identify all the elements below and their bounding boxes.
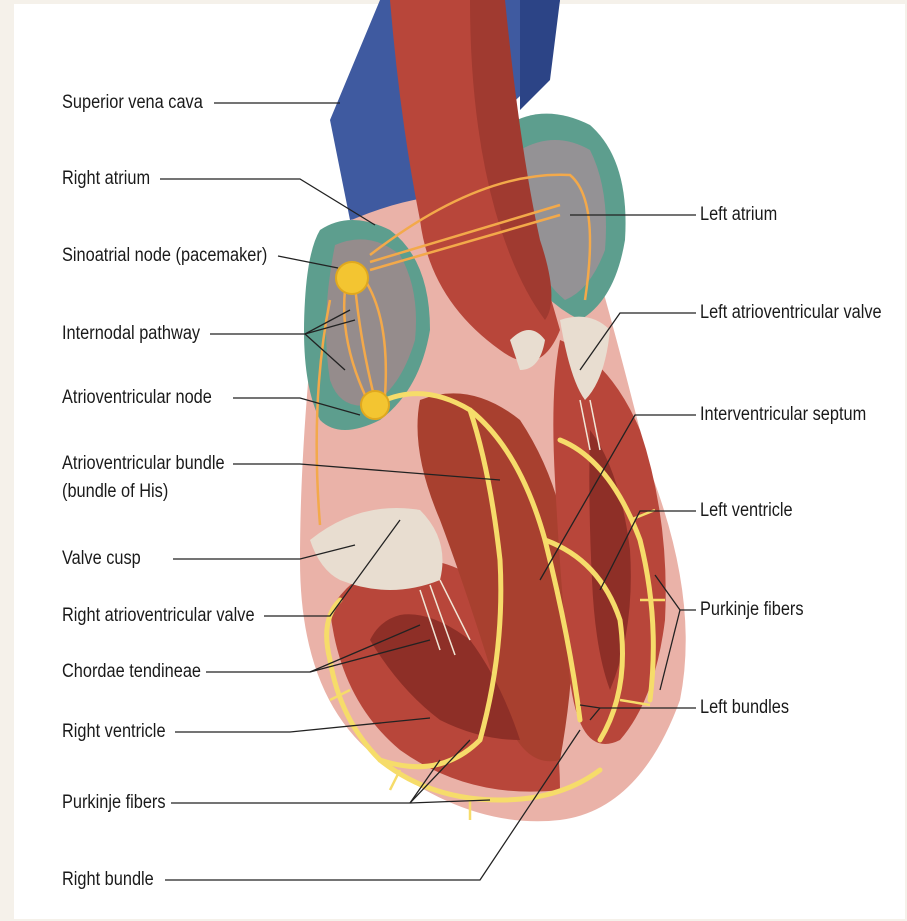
- vena-cava-dark-shape: [520, 0, 560, 110]
- label-purkinje-fibers-left: Purkinje fibers: [62, 792, 166, 814]
- label-interventricular-septum: Interventricular septum: [700, 404, 866, 426]
- label-atrioventricular-node: Atrioventricular node: [62, 387, 212, 409]
- label-right-bundle: Right bundle: [62, 869, 154, 891]
- label-bundle-of-his: (bundle of His): [62, 481, 168, 503]
- label-valve-cusp: Valve cusp: [62, 548, 141, 570]
- label-atrioventricular-bundle: Atrioventricular bundle: [62, 453, 225, 475]
- label-left-bundles: Left bundles: [700, 697, 789, 719]
- label-left-atrium: Left atrium: [700, 204, 777, 226]
- label-superior-vena-cava: Superior vena cava: [62, 92, 203, 114]
- label-chordae-tendineae: Chordae tendineae: [62, 661, 201, 683]
- label-left-ventricle: Left ventricle: [700, 500, 793, 522]
- sinoatrial-node: [336, 262, 368, 294]
- label-internodal-pathway: Internodal pathway: [62, 323, 200, 345]
- label-left-av-valve: Left atrioventricular valve: [700, 302, 882, 324]
- label-right-atrium: Right atrium: [62, 168, 150, 190]
- label-right-ventricle: Right ventricle: [62, 721, 166, 743]
- label-sinoatrial-node: Sinoatrial node (pacemaker): [62, 245, 267, 267]
- label-right-av-valve: Right atrioventricular valve: [62, 605, 255, 627]
- atrioventricular-node: [361, 391, 389, 419]
- label-purkinje-fibers-right: Purkinje fibers: [700, 599, 804, 621]
